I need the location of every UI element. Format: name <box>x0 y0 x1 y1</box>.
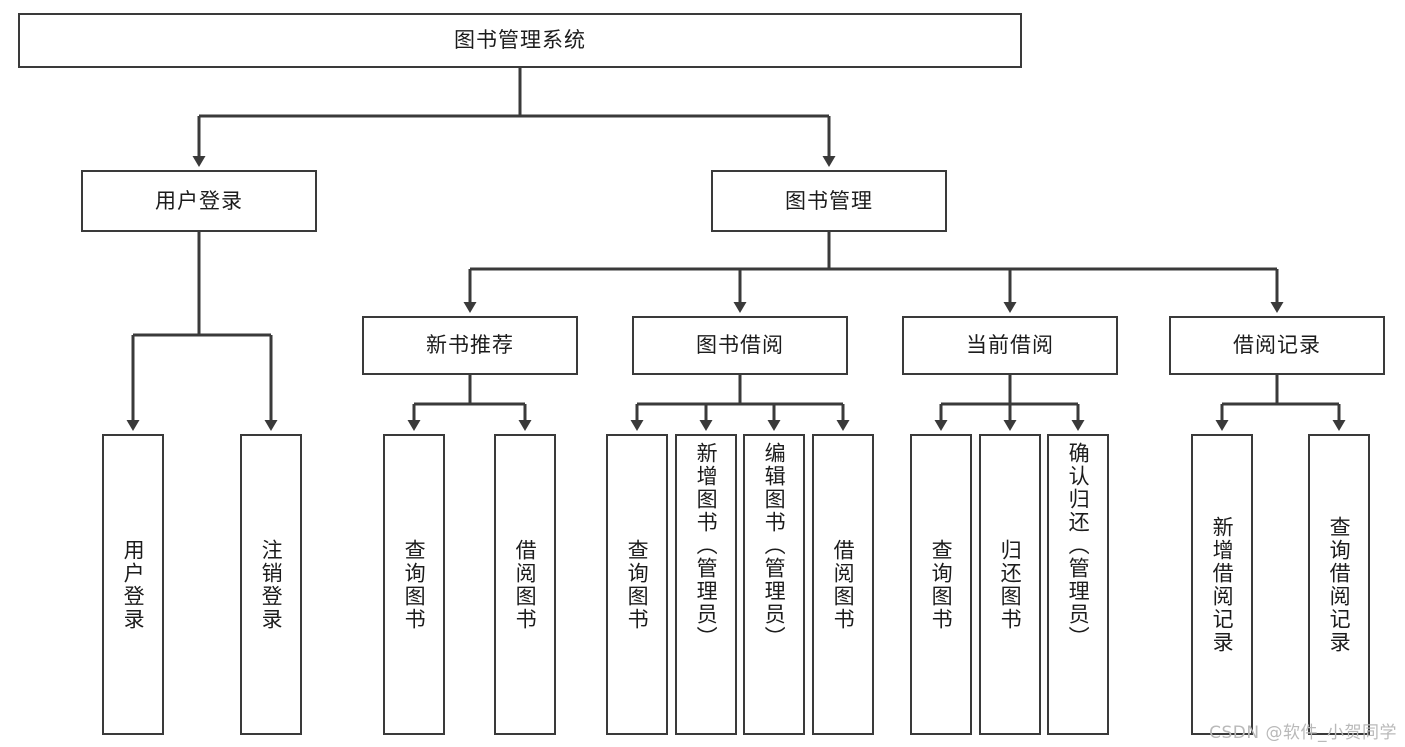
node-label: 图书管理系统 <box>454 28 586 52</box>
leaf-label: 编辑图书（管理员） <box>762 442 787 649</box>
leaf-label: 归还图书 <box>998 538 1023 631</box>
node-label: 当前借阅 <box>966 333 1054 357</box>
watermark: CSDN @软件_小贺同学 <box>1209 723 1397 743</box>
leaf-label: 用户登录 <box>121 538 146 631</box>
leaf-label: 新增借阅记录 <box>1210 515 1235 654</box>
leaf-current-return-book[interactable]: 归还图书 <box>979 434 1041 735</box>
node-new-book-recommend[interactable]: 新书推荐 <box>362 316 578 375</box>
node-book-borrow[interactable]: 图书借阅 <box>632 316 848 375</box>
leaf-borrow-add-book-admin[interactable]: 新增图书（管理员） <box>675 434 737 735</box>
leaf-recommend-borrow-book[interactable]: 借阅图书 <box>494 434 556 735</box>
node-label: 图书借阅 <box>696 333 784 357</box>
leaf-label: 借阅图书 <box>513 538 538 631</box>
node-book-management[interactable]: 图书管理 <box>711 170 947 232</box>
leaf-user-login-login[interactable]: 用户登录 <box>102 434 164 735</box>
leaf-user-login-logout[interactable]: 注销登录 <box>240 434 302 735</box>
leaf-label: 查询图书 <box>625 538 650 631</box>
leaf-current-query-book[interactable]: 查询图书 <box>910 434 972 735</box>
leaf-label: 新增图书（管理员） <box>694 442 719 649</box>
leaf-label: 查询图书 <box>402 538 427 631</box>
node-root-library-management-system[interactable]: 图书管理系统 <box>18 13 1022 68</box>
node-label: 图书管理 <box>785 188 873 213</box>
leaf-label: 借阅图书 <box>831 538 856 631</box>
leaf-record-add-record[interactable]: 新增借阅记录 <box>1191 434 1253 735</box>
node-user-login[interactable]: 用户登录 <box>81 170 317 232</box>
leaf-label: 确认归还（管理员） <box>1066 442 1091 649</box>
leaf-recommend-query-book[interactable]: 查询图书 <box>383 434 445 735</box>
leaf-borrow-query-book[interactable]: 查询图书 <box>606 434 668 735</box>
leaf-label: 查询借阅记录 <box>1327 515 1352 654</box>
leaf-label: 查询图书 <box>929 538 954 631</box>
node-label: 用户登录 <box>155 188 243 213</box>
node-borrow-record[interactable]: 借阅记录 <box>1169 316 1385 375</box>
leaf-label: 注销登录 <box>259 538 284 631</box>
node-label: 借阅记录 <box>1233 333 1321 357</box>
node-label: 新书推荐 <box>426 333 514 357</box>
leaf-current-confirm-return-admin[interactable]: 确认归还（管理员） <box>1047 434 1109 735</box>
node-current-borrow[interactable]: 当前借阅 <box>902 316 1118 375</box>
leaf-borrow-edit-book-admin[interactable]: 编辑图书（管理员） <box>743 434 805 735</box>
leaf-record-query-record[interactable]: 查询借阅记录 <box>1308 434 1370 735</box>
leaf-borrow-borrow-book[interactable]: 借阅图书 <box>812 434 874 735</box>
